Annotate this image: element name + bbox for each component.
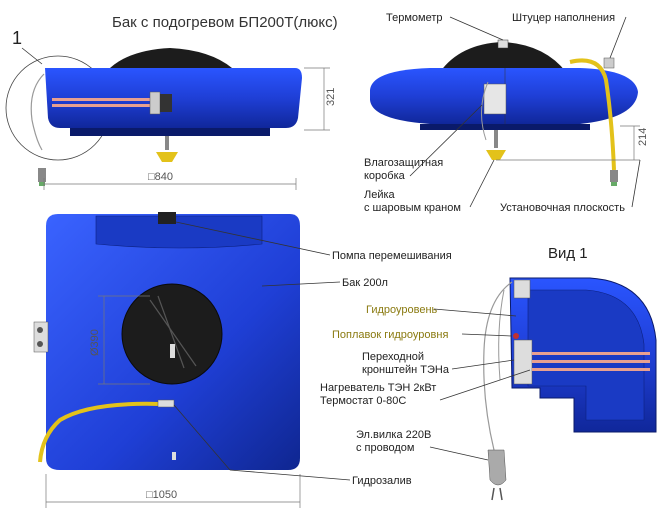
label-fill-fitting: Штуцер наполнения <box>512 12 615 24</box>
label-tank: Бак 200л <box>342 277 388 289</box>
detail-float <box>513 333 519 339</box>
label-plug-1: Эл.вилка 220В <box>356 429 431 441</box>
label-bracket-1: Переходной <box>362 351 424 363</box>
side-heater-rod <box>52 98 152 101</box>
label-bracket-2: кронштейн ТЭНа <box>362 364 450 376</box>
side-lid <box>110 48 232 68</box>
label-heater-2: Термостат 0-80С <box>320 395 406 407</box>
front-fill-hose <box>569 58 616 171</box>
diagram-title: Бак с подогревом БП200Т(люкс) <box>112 14 338 31</box>
label-watering-can-2: с шаровым краном <box>364 202 461 214</box>
label-watering-can-1: Лейка <box>364 189 396 201</box>
front-watering-can <box>486 150 506 160</box>
label-moisture-box-1: Влагозащитная <box>364 157 443 169</box>
top-mixing-pump <box>158 212 176 224</box>
side-cable <box>30 73 45 151</box>
label-hydro-fill: Гидрозалив <box>352 475 412 487</box>
label-plug-2: с проводом <box>356 442 414 454</box>
detail-bracket <box>513 339 533 385</box>
detail-plug <box>487 449 507 486</box>
detail-heater-rod <box>532 352 650 355</box>
label-install-plane: Установочная плоскость <box>500 202 625 214</box>
front-moisture-box <box>483 83 507 115</box>
side-tank-body <box>45 68 302 128</box>
side-watering-can <box>156 152 178 162</box>
detail-cable <box>483 281 513 451</box>
label-mixing-pump: Помпа перемешивания <box>332 250 452 262</box>
dim-width-bottom: □1050 <box>146 489 177 501</box>
detail-view: Вид 1 Гидроуровень Поплавок гидроуровня … <box>320 245 657 501</box>
view-label: Вид 1 <box>548 245 588 262</box>
label-thermometer: Термометр <box>386 12 443 24</box>
label-heater-1: Нагреватель ТЭН 2кВт <box>320 382 436 394</box>
front-lid <box>440 42 566 72</box>
side-view: 1 □840 321 <box>5 28 337 190</box>
detail-marker: 1 <box>12 28 22 48</box>
label-level-float: Поплавок гидроуровня <box>332 329 448 341</box>
dim-height-side: 321 <box>325 88 337 106</box>
label-moisture-box-2: коробка <box>364 170 406 182</box>
label-water-level: Гидроуровень <box>366 304 438 316</box>
dim-height-install: 214 <box>637 128 649 146</box>
front-view: 214 Термометр Штуцер наполнения Влагозащ… <box>364 12 649 214</box>
dim-width-top: □840 <box>148 171 173 183</box>
top-view: Ø390 □1050 Помпа перемешивания Бак 200л … <box>33 212 452 508</box>
top-hydro-hose <box>38 401 161 463</box>
dim-lid-diameter: Ø390 <box>89 329 101 356</box>
